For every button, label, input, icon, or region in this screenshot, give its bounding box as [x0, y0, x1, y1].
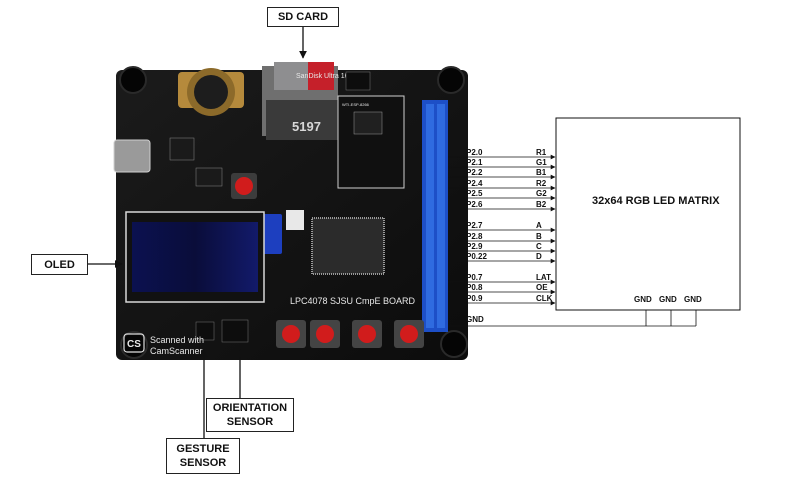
- orientation-sensor-socket: [221, 319, 249, 343]
- signal-label: R1: [536, 148, 547, 157]
- signal-label: OE: [536, 283, 548, 292]
- mcu-chip: [311, 217, 385, 275]
- sd-card-callout: SD CARD: [267, 7, 339, 27]
- sd-card-callout-label: SD CARD: [277, 11, 329, 23]
- pin-label: P2.2: [466, 168, 483, 177]
- small-ic: [169, 137, 195, 161]
- gnd-wiring: GND: [448, 310, 697, 327]
- sd-card: SanDisk Ultra 16GB 5197: [262, 62, 359, 140]
- signal-label: D: [536, 252, 542, 261]
- signal-label: LAT: [536, 273, 551, 282]
- pin-label: P0.22: [466, 252, 487, 261]
- oled-callout-label: OLED: [44, 258, 75, 271]
- sd-card-text: SanDisk Ultra 16GB: [296, 73, 359, 80]
- push-button: [276, 320, 306, 348]
- wifi-module: WTI-ESP-8266: [337, 71, 405, 189]
- signal-label: CLK: [536, 294, 553, 303]
- small-ic: [195, 167, 223, 187]
- switch: [286, 210, 304, 230]
- usb-connector: [113, 139, 151, 173]
- matrix-gnd-label-1: GND: [634, 295, 652, 304]
- jumper-block: [262, 214, 282, 254]
- board-gnd-label: GND: [466, 315, 484, 324]
- signal-label: B1: [536, 168, 547, 177]
- board-silkscreen: LPC4078 SJSU CmpE BOARD: [290, 296, 416, 306]
- pin-label: P2.8: [466, 232, 483, 241]
- matrix-gnd-label-3: GND: [684, 295, 702, 304]
- signal-label: B: [536, 232, 542, 241]
- pin-label: P0.8: [466, 283, 483, 292]
- gesture-sensor-socket: [195, 321, 215, 341]
- pin-label: P2.7: [466, 221, 483, 230]
- pin-label: P0.7: [466, 273, 483, 282]
- pin-label: P0.9: [466, 294, 483, 303]
- wifi-module-label: WTI-ESP-8266: [342, 102, 370, 107]
- watermark: CS Scanned with CamScanner: [123, 333, 204, 356]
- orientation-callout-line-2: SENSOR: [226, 416, 274, 428]
- push-button: [352, 320, 382, 348]
- pin-label: P2.9: [466, 242, 483, 251]
- oled-callout: OLED: [31, 254, 88, 275]
- pin-label: P2.0: [466, 148, 483, 157]
- signal-label: B2: [536, 200, 547, 209]
- pin-label: P2.4: [466, 179, 483, 188]
- watermark-line-2: CamScanner: [150, 346, 203, 356]
- pin-label: P2.5: [466, 189, 483, 198]
- watermark-line-1: Scanned with: [150, 335, 204, 345]
- watermark-logo: CS: [127, 339, 141, 350]
- oled-display: [125, 211, 265, 303]
- orientation-sensor-callout: ORIENTATION SENSOR: [206, 398, 294, 432]
- mount-post: [437, 66, 465, 94]
- signal-label: G2: [536, 189, 547, 198]
- signal-label: G1: [536, 158, 547, 167]
- mount-post: [119, 66, 147, 94]
- matrix-gnd-label-2: GND: [659, 295, 677, 304]
- push-button: [310, 320, 340, 348]
- gesture-sensor-callout: GESTURE SENSOR: [166, 438, 240, 474]
- gesture-callout-line-1: GESTURE: [176, 443, 230, 455]
- orientation-callout-line-1: ORIENTATION: [212, 402, 288, 414]
- signal-label: C: [536, 242, 542, 251]
- gesture-callout-line-2: SENSOR: [179, 457, 227, 469]
- coin-cell-holder: [178, 68, 244, 116]
- signal-label: A: [536, 221, 542, 230]
- matrix-title: 32x64 RGB LED MATRIX: [592, 195, 720, 207]
- sd-serial: 5197: [292, 119, 321, 134]
- header-pins: [422, 100, 448, 332]
- led-matrix: 32x64 RGB LED MATRIX GND GND GND: [555, 117, 741, 311]
- board-photo: SanDisk Ultra 16GB 5197 WTI-ESP-8266: [113, 62, 468, 360]
- pin-label: P2.6: [466, 200, 483, 209]
- reset-button: [231, 173, 257, 199]
- mount-post: [440, 330, 468, 358]
- pin-label: P2.1: [466, 158, 483, 167]
- signal-label: R2: [536, 179, 547, 188]
- push-button: [394, 320, 424, 348]
